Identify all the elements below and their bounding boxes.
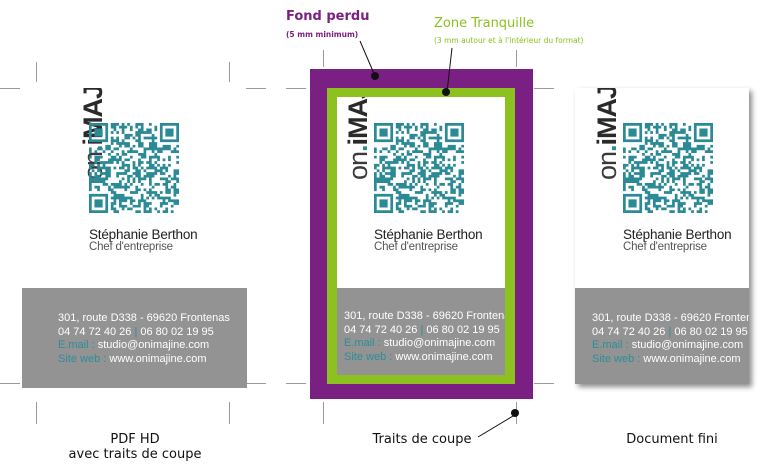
qr-code [89, 123, 179, 213]
crop-mark [36, 62, 37, 82]
zone-tranquille-marker [442, 88, 450, 96]
crop-mark [516, 50, 517, 67]
crop-mark [36, 402, 37, 424]
caption-document-fini: Document fini [626, 432, 718, 447]
qr-modules [623, 123, 713, 213]
person-role: Chef d'entreprise [89, 241, 173, 253]
person-name: Stéphanie Berthon [623, 227, 732, 242]
person-role: Chef d'entreprise [623, 241, 707, 253]
address-line: 301, route D338 - 69620 Frontenas [592, 312, 749, 324]
crop-mark [229, 62, 230, 82]
caption-pdf-hd: PDF HD avec traits de coupe [68, 432, 202, 462]
fond-perdu-note: (5 mm minimum) [286, 30, 359, 39]
phone-line: 04 74 72 40 26 | 06 80 02 19 95 [58, 325, 214, 338]
crop-mark [286, 88, 306, 89]
web-line: Site web : www.onimajine.com [344, 350, 493, 363]
fond-perdu-label: Fond perdu [286, 9, 370, 24]
business-card: on.iMAJ'ine Stéphanie Berthon Chef d'ent… [337, 97, 505, 375]
qr-modules [374, 123, 464, 213]
zone-tranquille-label: Zone Tranquille [434, 16, 535, 31]
business-card: on.iMAJ'ine Stéphanie Berthon Chef d'ent… [22, 88, 247, 388]
web-line: Site web : www.onimajine.com [592, 352, 741, 365]
address-line: 301, route D338 - 69620 Frontenas [344, 310, 505, 322]
contact-band: 301, route D338 - 69620 Frontenas 04 74 … [575, 288, 749, 384]
crop-mark [534, 383, 554, 384]
contact-info: 301, route D338 - 69620 Frontenas 04 74 … [592, 312, 749, 366]
crop-mark [286, 383, 306, 384]
contact-info: 301, route D338 - 69620 Frontenas 04 74 … [58, 312, 230, 366]
crop-mark [0, 383, 20, 384]
qr-code [374, 123, 464, 213]
email-line: E.mail : studio@onimajine.com [592, 339, 744, 352]
contact-band: 301, route D338 - 69620 Frontenas 04 74 … [22, 288, 247, 388]
crop-mark [323, 402, 324, 424]
crop-mark [246, 383, 266, 384]
contact-band: 301, route D338 - 69620 Frontenas 04 74 … [337, 288, 505, 375]
logo: on.iMAJ'ine [592, 88, 622, 180]
phone-line: 04 74 72 40 26 | 06 80 02 19 95 [592, 325, 748, 338]
caption-traits-de-coupe: Traits de coupe [372, 432, 472, 447]
qr-code [623, 123, 713, 213]
crop-mark [246, 88, 266, 89]
contact-info: 301, route D338 - 69620 Frontenas 04 74 … [344, 310, 505, 364]
person-name: Stéphanie Berthon [374, 227, 483, 242]
crop-mark [229, 402, 230, 424]
crop-mark [323, 50, 324, 67]
person-role: Chef d'entreprise [374, 241, 458, 253]
crop-mark [534, 88, 554, 89]
zone-tranquille-note: (3 mm autour et à l'intérieur du format) [434, 36, 584, 45]
email-line: E.mail : studio@onimajine.com [58, 339, 210, 352]
person-name: Stéphanie Berthon [89, 227, 198, 242]
qr-modules [89, 123, 179, 213]
business-card: on.iMAJ'ine Stéphanie Berthon Chef d'ent… [575, 88, 749, 384]
email-line: E.mail : studio@onimajine.com [344, 337, 496, 350]
fond-perdu-marker [371, 72, 379, 80]
address-line: 301, route D338 - 69620 Frontenas [58, 312, 230, 324]
web-line: Site web : www.onimajine.com [58, 352, 207, 365]
phone-line: 04 74 72 40 26 | 06 80 02 19 95 [344, 323, 500, 336]
crop-mark [0, 88, 20, 89]
crop-mark-marker [511, 409, 519, 417]
